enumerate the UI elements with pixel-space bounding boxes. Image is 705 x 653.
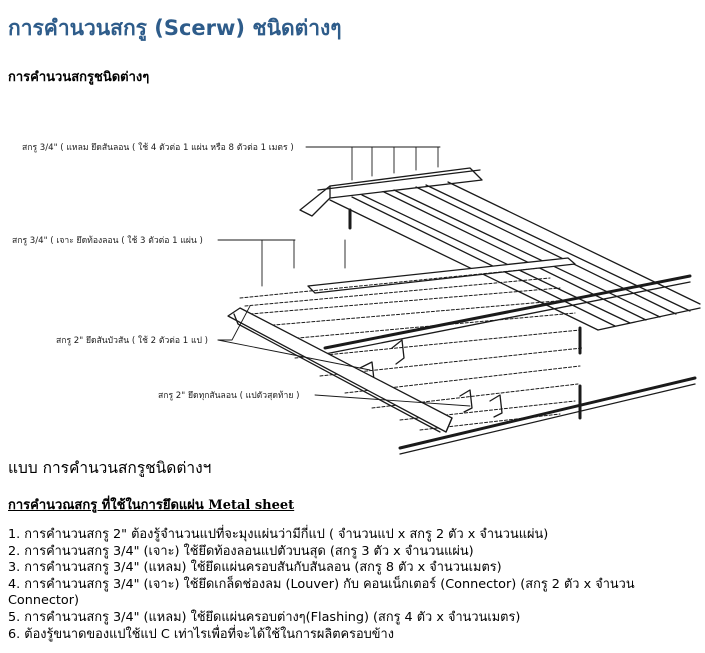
callout-ridge-cap-screw: สกรู 2" ยึดสันบัวสัน ( ใช้ 2 ตัวต่อ 1 แป…	[56, 335, 208, 346]
louver-slats	[239, 267, 583, 431]
list-item: 4. การคำนวนสกรู 3/4" (เจาะ) ใช้ยึดเกล็ดช…	[8, 576, 635, 609]
section-subheading: การคำนวนสกรูชนิดต่างๆ	[8, 70, 150, 85]
ridge-cap	[299, 167, 483, 217]
list-item: 6. ต้องรู้ขนาดของแปใช้แป C เท่าไรเพื่อที…	[8, 626, 394, 642]
calculation-list: 1. การคำนวนสกรู 2" ต้องรู้จำนวนแปที่จะมุ…	[8, 527, 698, 643]
callout-last-purlin-screw: สกรู 2" ยึดทุกสันลอน ( แปตัวสุดท้าย )	[158, 390, 300, 401]
callout-trough-screw: สกรู 3/4" ( เจาะ ยึดท้องลอน ( ใช้ 3 ตัวต…	[12, 235, 203, 246]
list-item: 3. การคำนวนสกรู 3/4" (แหลม) ใช้ยึดแผ่นคร…	[8, 560, 502, 576]
roof-panel-ribs	[329, 181, 701, 331]
list-item: 5. การคำนวนสกรู 3/4" (แหลม) ใช้ยึดแผ่นคร…	[8, 609, 521, 625]
figure-caption: แบบ การคำนวนสกรูชนิดต่างฯ	[8, 459, 212, 477]
louver-connectors	[359, 339, 503, 418]
callout-labels: สกรู 3/4" ( แหลม ยึดสันลอน ( ใช้ 4 ตัวต่…	[12, 142, 300, 401]
callout-ridge-screw: สกรู 3/4" ( แหลม ยึดสันลอน ( ใช้ 4 ตัวต่…	[22, 142, 294, 153]
list-item: 1. การคำนวนสกรู 2" ต้องรู้จำนวนแปที่จะมุ…	[8, 527, 549, 542]
eave-flashing	[227, 307, 453, 433]
list-item: 2. การคำนวนสกรู 3/4" (เจาะ) ใช้ยึดท้องลอ…	[8, 543, 474, 559]
callout-leaders	[217, 146, 471, 407]
page-title: การคำนวนสกรู (Scerw) ชนิดต่างๆ	[8, 16, 342, 40]
list-heading: การคำนวณสกรู ที่ใช้ในการยึดแผ่น Metal sh…	[8, 498, 295, 513]
roof-screw-diagram: สกรู 3/4" ( แหลม ยึดสันลอน ( ใช้ 4 ตัวต่…	[0, 118, 705, 478]
